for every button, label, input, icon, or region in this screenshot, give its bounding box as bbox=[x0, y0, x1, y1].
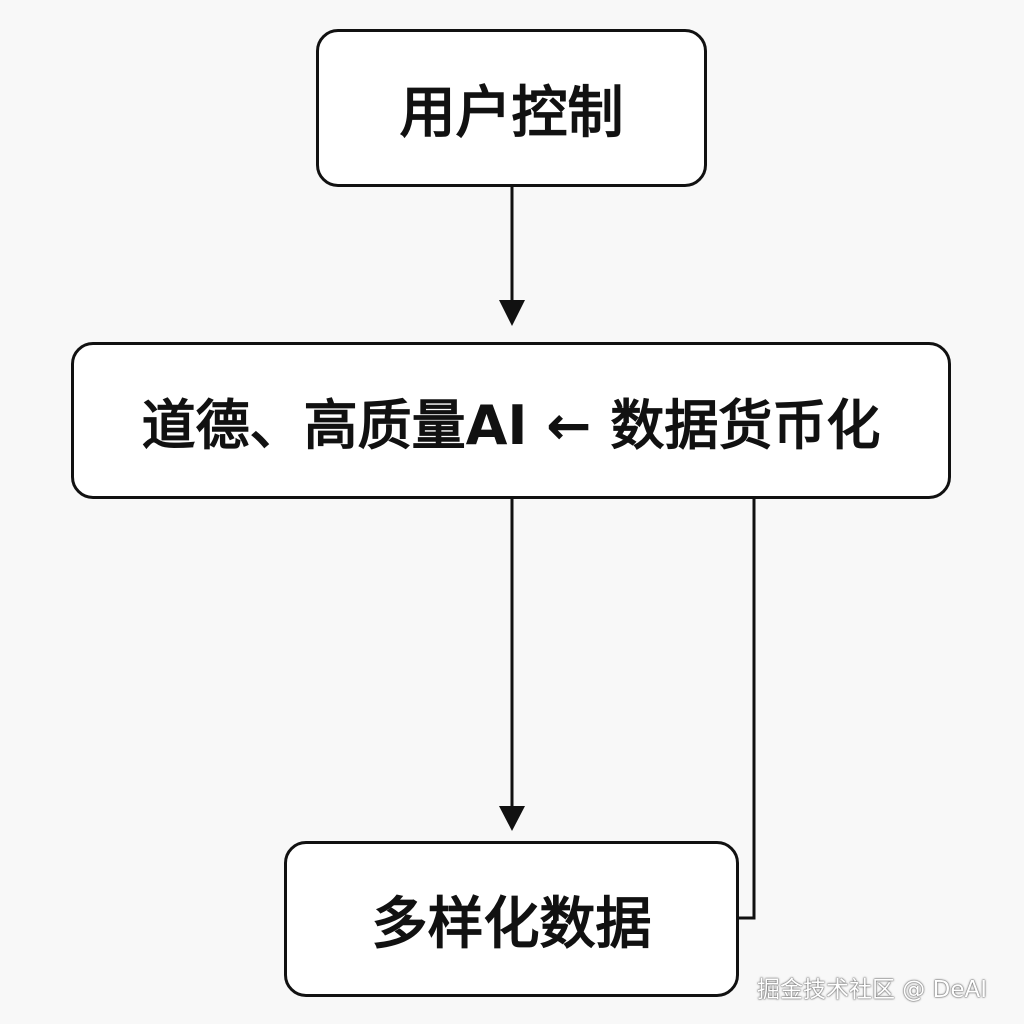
edge-middle-to-bottom-arrowhead bbox=[499, 806, 525, 831]
node-diverse-data-label: 多样化数据 bbox=[371, 891, 652, 957]
node-ethical-ai-label: 道德、高质量AI ← 数据货币化 bbox=[141, 394, 881, 457]
watermark-text: 掘金技术社区 @ DeAI bbox=[757, 977, 987, 1003]
edge-top-to-middle-arrowhead bbox=[499, 300, 525, 326]
node-ethical-ai-data-monetization: 道德、高质量AI ← 数据货币化 bbox=[71, 342, 951, 499]
node-diverse-data: 多样化数据 bbox=[284, 841, 739, 997]
node-user-control-label: 用户控制 bbox=[399, 80, 624, 146]
node-user-control: 用户控制 bbox=[316, 29, 707, 187]
edge-bottom-to-middle-line bbox=[739, 499, 756, 920]
